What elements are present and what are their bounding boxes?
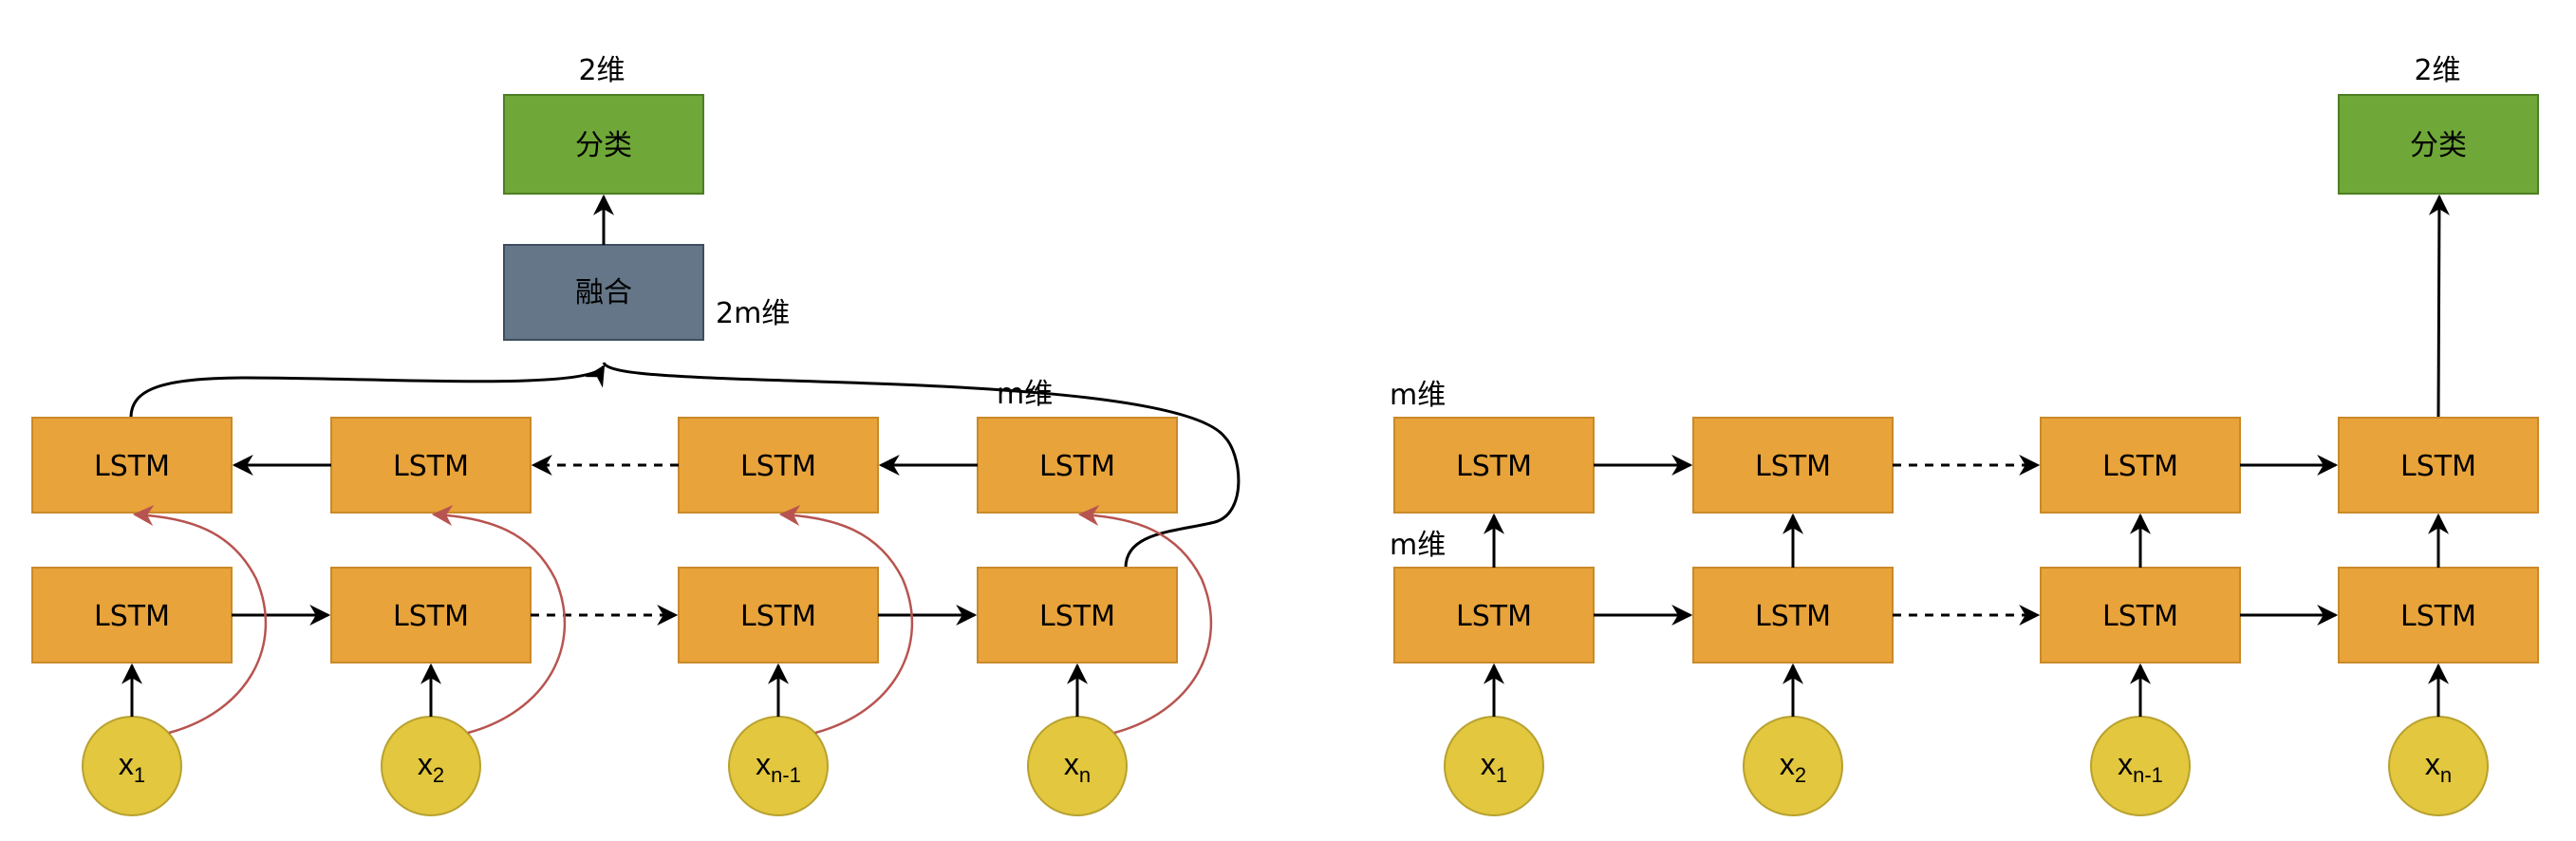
right-bottom-lstm-1-label: LSTM (1456, 600, 1532, 633)
left-input-xn-1-sub: n-1 (771, 763, 801, 787)
right-input-x2-sub: 2 (1795, 763, 1806, 787)
left-forward-lstm-4-label: LSTM (1039, 600, 1115, 633)
left-backward-lstm-4-label: LSTM (1039, 450, 1115, 483)
left-input-xn-1-base: x (756, 747, 771, 781)
right-input-xn-sub: n (2440, 763, 2452, 787)
left-backward-output-curve (129, 364, 606, 419)
right-input-xn-1-base: x (2118, 747, 2133, 781)
right-top-lstm-2-label: LSTM (1755, 450, 1831, 483)
right-bottom-lstm-2 (1692, 567, 1894, 663)
left-forward-lstm-4 (977, 567, 1178, 663)
svg-text:xn-1: xn-1 (756, 747, 801, 787)
right-top-dim-label: m维 (1390, 379, 1446, 412)
left-forward-lstm-1-label: LSTM (94, 600, 170, 633)
svg-text:x2: x2 (1780, 747, 1806, 787)
right-top-lstm-3-label: LSTM (2102, 450, 2178, 483)
left-fusion-label: 融合 (575, 276, 632, 309)
left-input-xn-sub: n (1079, 763, 1091, 787)
left-diagram: 2维 分类 融合 2m维 m维 LSTM LSTM LSTM LSTM LSTM… (31, 54, 1241, 816)
left-fusion-box (503, 244, 704, 341)
left-input-x1-base: x (119, 747, 134, 781)
right-top-lstm-2 (1692, 417, 1894, 514)
right-classify-dim-label: 2维 (2414, 54, 2460, 87)
right-input-xn-1-sub: n-1 (2133, 763, 2163, 787)
right-bottom-lstm-2-label: LSTM (1755, 600, 1831, 633)
left-backward-lstm-2-label: LSTM (393, 450, 469, 483)
left-input-xn-base: x (1064, 747, 1079, 781)
left-input-x2-base: x (418, 747, 433, 781)
left-forward-output-curve (602, 362, 1241, 569)
svg-text:xn: xn (1064, 747, 1091, 787)
left-backward-lstm-1-label: LSTM (94, 450, 170, 483)
right-input-x1-sub: 1 (1496, 763, 1507, 787)
svg-text:x1: x1 (119, 747, 145, 787)
left-input-x1-sub: 1 (134, 763, 145, 787)
right-bottom-lstm-4 (2338, 567, 2539, 663)
left-forward-lstm-3-label: LSTM (740, 600, 816, 633)
right-bottom-dim-label: m维 (1390, 529, 1446, 562)
left-forward-lstm-3 (678, 567, 879, 663)
svg-text:x1: x1 (1481, 747, 1507, 787)
right-classify-label: 分类 (2410, 129, 2467, 162)
left-fusion-dim-label: 2m维 (716, 297, 790, 330)
left-classify-box (503, 94, 704, 195)
right-classify-box (2338, 94, 2539, 195)
left-input-3-skip-arrow (778, 505, 914, 735)
left-forward-lstm-1 (31, 567, 233, 663)
right-top-lstm-1 (1393, 417, 1595, 514)
left-input-4-skip-arrow (1077, 505, 1213, 735)
left-backward-dim-label: m维 (997, 378, 1053, 411)
right-lstm-to-classify-arrow (2428, 194, 2450, 419)
svg-text:x2: x2 (418, 747, 444, 787)
left-input-x2-sub: 2 (433, 763, 444, 787)
left-backward-lstm-3-label: LSTM (740, 450, 816, 483)
svg-text:xn: xn (2425, 747, 2452, 787)
left-classify-dim-label: 2维 (578, 54, 625, 87)
right-diagram: 2维 分类 m维 m维 LSTM LSTM LSTM LSTM LSTM LST… (1390, 54, 2539, 816)
right-bottom-lstm-4-label: LSTM (2400, 600, 2476, 633)
right-input-x2-base: x (1780, 747, 1795, 781)
left-backward-lstm-3 (678, 417, 879, 514)
left-forward-lstm-2-label: LSTM (393, 600, 469, 633)
right-top-lstm-4-label: LSTM (2400, 450, 2476, 483)
right-bottom-lstm-1 (1393, 567, 1595, 663)
left-backward-lstm-1 (31, 417, 233, 514)
svg-text:xn-1: xn-1 (2118, 747, 2163, 787)
right-top-lstm-3 (2040, 417, 2241, 514)
left-input-2-skip-arrow (431, 505, 567, 735)
left-input-1-skip-arrow (132, 505, 268, 735)
right-top-lstm-4 (2338, 417, 2539, 514)
right-bottom-lstm-3-label: LSTM (2102, 600, 2178, 633)
left-backward-lstm-4 (977, 417, 1178, 514)
left-classify-label: 分类 (575, 129, 632, 162)
right-input-xn-base: x (2425, 747, 2440, 781)
right-top-lstm-1-label: LSTM (1456, 450, 1532, 483)
right-input-x1-base: x (1481, 747, 1496, 781)
